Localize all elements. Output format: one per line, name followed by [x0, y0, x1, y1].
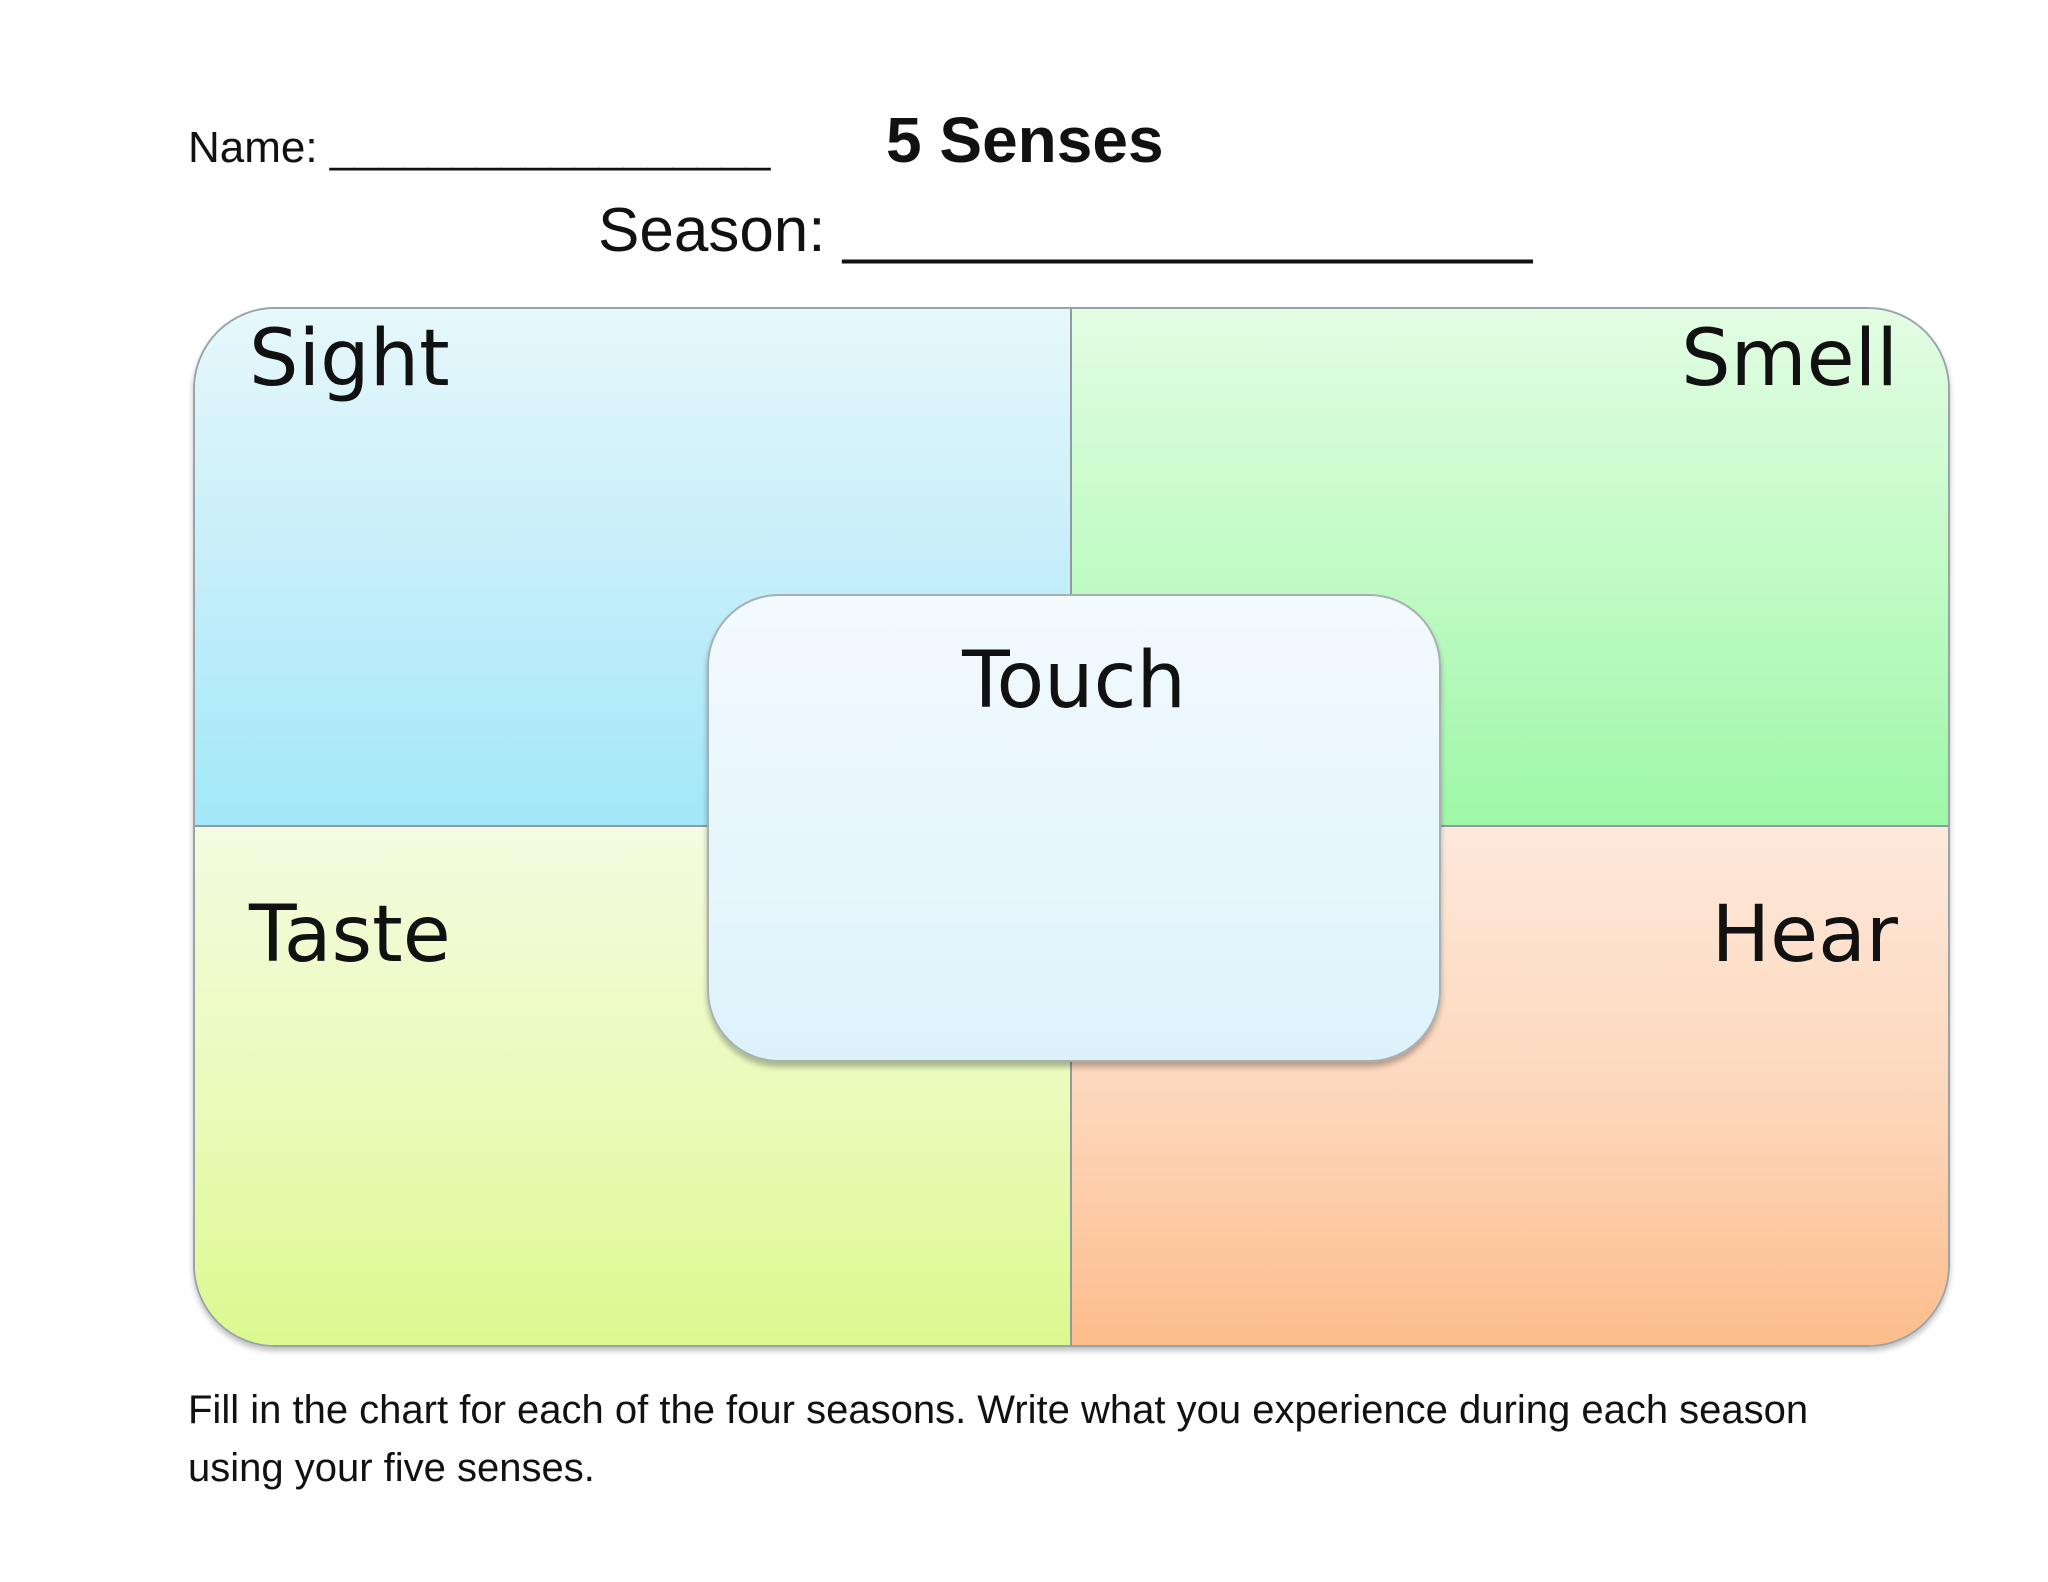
- instructions-text: Fill in the chart for each of the four s…: [188, 1388, 1809, 1490]
- name-field-line[interactable]: Name: __________________: [188, 123, 771, 172]
- sight-label: Sight: [249, 314, 450, 404]
- touch-label: Touch: [962, 636, 1186, 726]
- smell-label: Smell: [1681, 314, 1898, 404]
- season-field-line[interactable]: Season: ____________________: [598, 196, 1533, 265]
- worksheet-title: 5 Senses: [886, 104, 1164, 176]
- touch-box[interactable]: Touch: [707, 594, 1441, 1062]
- hear-label: Hear: [1711, 890, 1898, 980]
- taste-label: Taste: [249, 890, 451, 980]
